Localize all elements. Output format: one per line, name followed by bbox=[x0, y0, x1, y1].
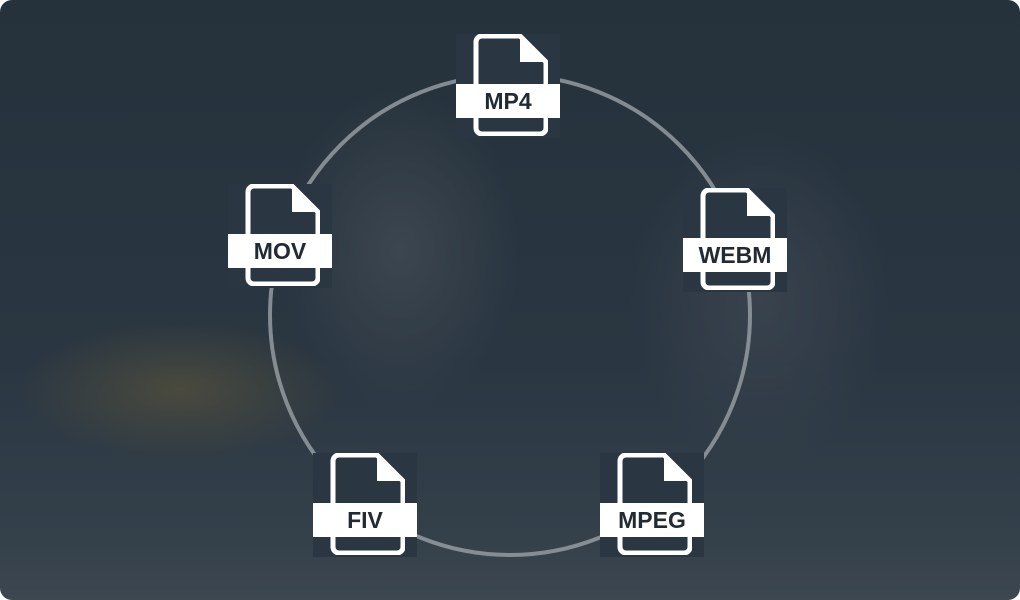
format-label: FIV bbox=[313, 503, 417, 537]
format-mp4: MP4 bbox=[456, 34, 560, 138]
file-icon bbox=[617, 453, 692, 555]
file-icon bbox=[245, 184, 320, 286]
format-label: WEBM bbox=[683, 238, 787, 272]
format-label: MPEG bbox=[600, 503, 704, 537]
file-icon bbox=[473, 34, 548, 136]
format-webm: WEBM bbox=[683, 188, 787, 292]
file-icon bbox=[330, 453, 405, 555]
format-label: MP4 bbox=[456, 84, 560, 118]
file-icon bbox=[700, 188, 775, 290]
format-fiv: FIV bbox=[313, 453, 417, 557]
format-mov: MOV bbox=[228, 184, 332, 288]
format-label: MOV bbox=[228, 234, 332, 268]
format-mpeg: MPEG bbox=[600, 453, 704, 557]
